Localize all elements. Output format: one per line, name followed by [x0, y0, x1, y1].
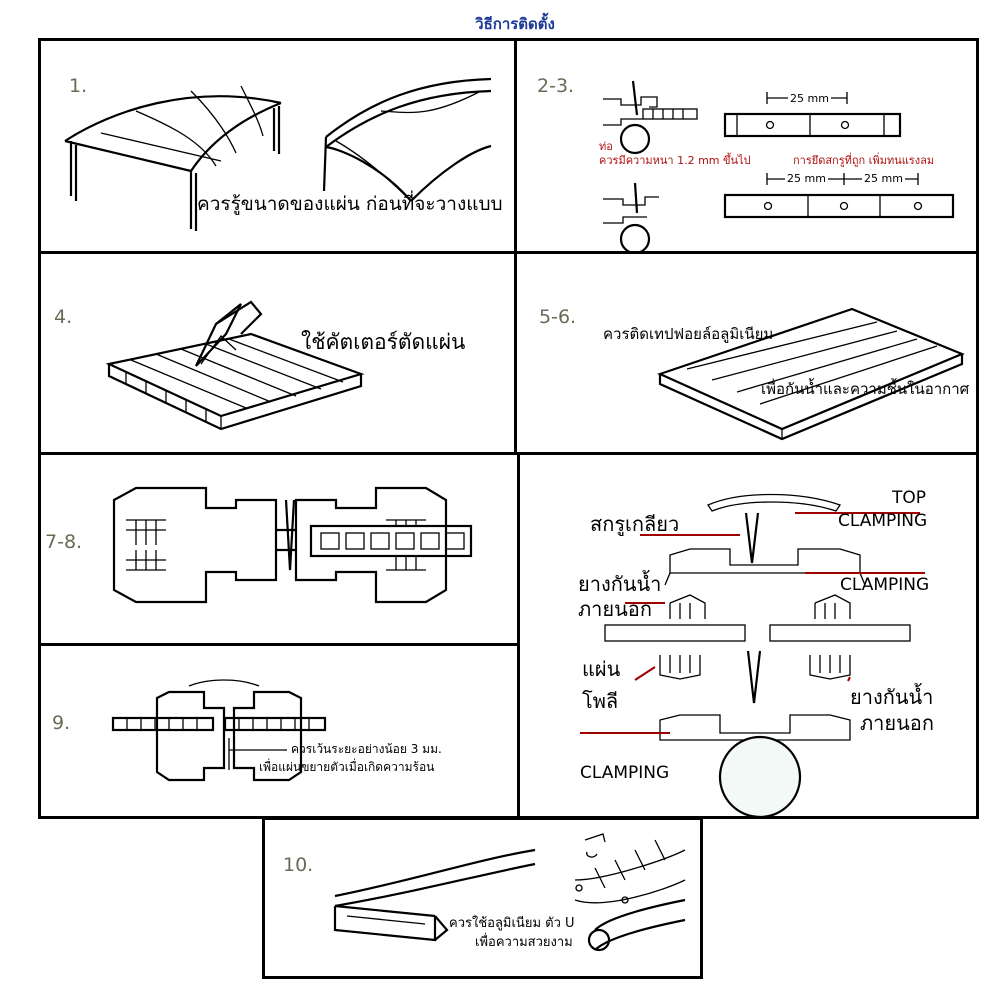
cutter-cut-illustration [105, 300, 365, 431]
step-10-panel: 10. ควรใช้อลูมิเนียม ตัว U เพื่อความสวยง… [262, 817, 703, 979]
dim-bottom-label-1: 25 mm [785, 172, 828, 185]
step-10-note-2: เพื่อความสวยงาม [475, 935, 573, 950]
sheet-label-2: โพลี [582, 689, 619, 713]
step-7-8-number: 7-8. [45, 531, 83, 553]
gap-profile-section [111, 679, 327, 782]
screw-wind-note: การยึดสกรูที่ถูก เพิ่มทนแรงลม [793, 154, 935, 167]
rubber-left-label-2: ภายนอก [578, 597, 652, 621]
step-5-6-caption-bottom: เพื่อกันน้ำและความชื้นในอากาศ [761, 380, 970, 398]
step-9-note-1: ควรเว้นระยะอย่างน้อย 3 มม. [291, 742, 442, 756]
clamping-bottom-label: CLAMPING [580, 763, 670, 783]
step-1-caption: ควรรู้ขนาดของแผ่น ก่อนที่จะวางแบบ [197, 193, 503, 215]
dim-top-label: 25 mm [788, 92, 831, 105]
top-clamping-label-1: TOP [892, 488, 927, 508]
foil-tape-illustration [657, 307, 965, 441]
rubber-right-label-2: ภายนอก [860, 711, 934, 735]
step-10-note-1: ควรใช้อลูมิเนียม ตัว U [449, 916, 575, 931]
carport-illustration [64, 77, 492, 231]
step-4-caption: ใช้คัตเตอร์ตัดแผ่น [301, 330, 466, 354]
rubber-left-label-1: ยางกันน้ำ [578, 572, 662, 596]
step-5-6-number: 5-6. [539, 306, 577, 328]
u-profile-illustration [333, 833, 686, 952]
pipe-profile-illustration [603, 80, 698, 255]
step-4-panel: 4. ใช้คัตเตอร์ตัดแผ่น [38, 251, 517, 455]
step-2-3-number: 2-3. [537, 75, 575, 97]
step-9-note-2: เพื่อแผ่นขยายตัวเมื่อเกิดความร้อน [259, 760, 435, 774]
step-7-8-panel: 7-8. [38, 452, 520, 646]
clamping-mid-label: CLAMPING [840, 575, 930, 595]
screw-spacing-bottom [723, 173, 955, 219]
top-clamping-label-2: CLAMPING [838, 511, 928, 531]
step-1-number: 1. [69, 75, 88, 97]
step-9-number: 9. [52, 712, 71, 734]
page-title: วิธีการติดตั้ง [475, 15, 555, 33]
step-9-panel: 9. ควรเว้นระยะอย่างน้อย 3 มม. เพื่อแผ่นข… [38, 643, 520, 819]
exploded-clamping-diagram [580, 493, 925, 819]
pipe-thickness-note: ควรมีความหนา 1.2 mm ขึ้นไป [599, 154, 751, 167]
dim-bottom-label-2: 25 mm [862, 172, 905, 185]
rubber-right-label-1: ยางกันน้ำ [850, 685, 934, 709]
sheet-label-1: แผ่น [582, 657, 621, 681]
pipe-label: ท่อ [599, 140, 613, 153]
step-4-number: 4. [54, 306, 73, 328]
step-7-8-exploded-panel: สกรูเกลียว TOP CLAMPING CLAMPING ยางกันน… [517, 452, 979, 819]
step-5-6-panel: 5-6. ควรติดเทปฟอยล์อลูมิเนียม เพื่อกันน้… [514, 251, 979, 455]
clamping-profile-section [112, 486, 473, 604]
step-2-3-panel: 2-3. ท่อ ควรมีความหนา 1.2 mm ขึ้นไป 25 m… [514, 38, 979, 255]
step-5-6-caption-top: ควรติดเทปฟอยล์อลูมิเนียม [603, 325, 774, 343]
step-10-number: 10. [283, 854, 314, 876]
screw-label: สกรูเกลียว [590, 512, 680, 536]
step-1-panel: 1. ควรรู้ขนาดของแผ่น ก่อนที่จะวางแบบ [38, 38, 517, 254]
